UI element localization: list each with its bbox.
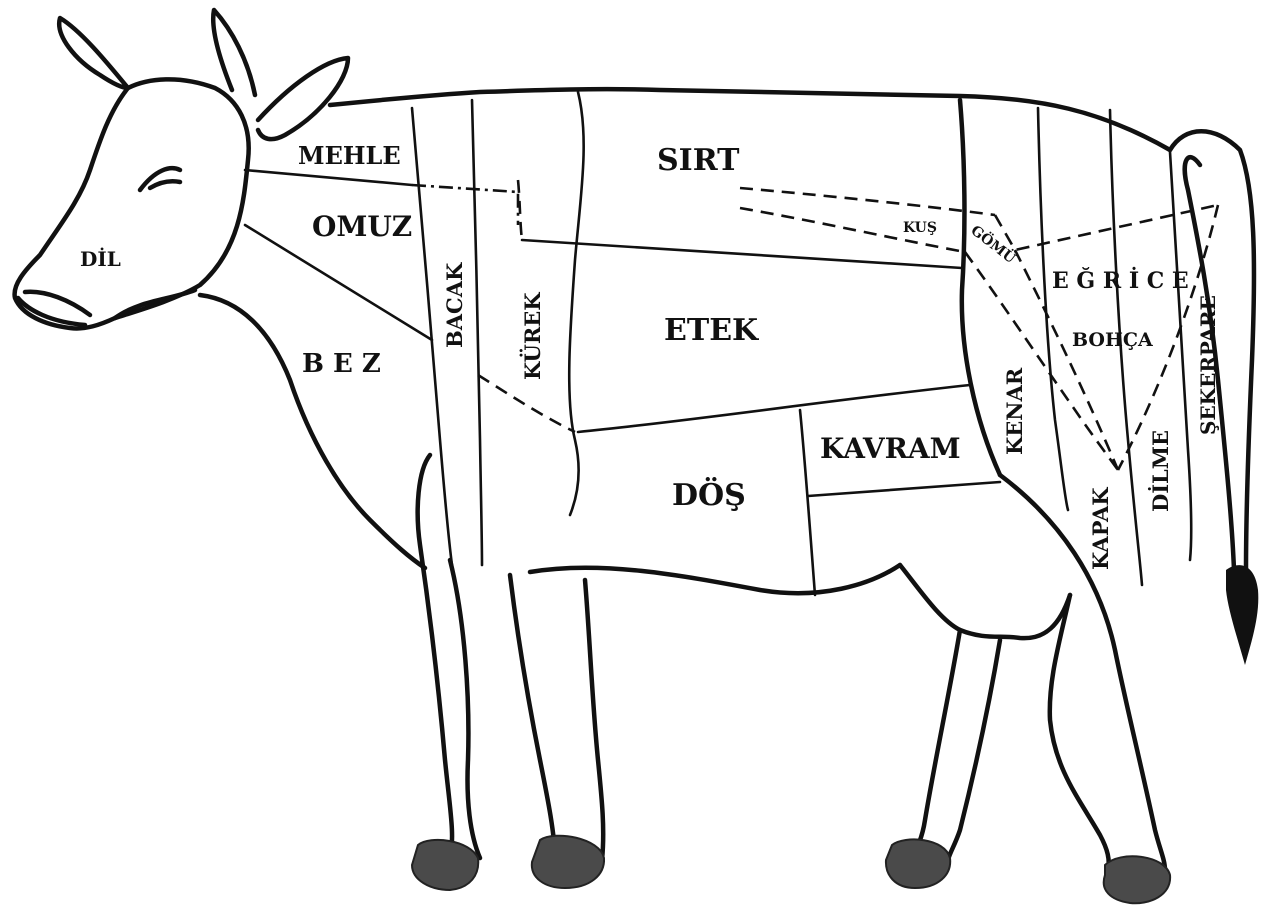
label-etek: ETEK — [664, 313, 759, 348]
cut-kenar-kapak — [1038, 108, 1068, 510]
label-bohca: BOHÇA — [1072, 329, 1153, 351]
label-sekerpare: ŞEKERPARE — [1196, 295, 1220, 435]
label-kus: KUŞ — [903, 220, 937, 236]
cow-outline — [15, 10, 1259, 903]
label-kavram: KAVRAM — [820, 432, 961, 465]
hoof-front-left — [412, 840, 478, 890]
cut-mehle-omuz — [245, 170, 412, 185]
back-line — [330, 89, 1170, 150]
left-ear — [59, 18, 128, 88]
cut-kavram-bottom — [808, 482, 1000, 496]
cut-egrice-top — [995, 205, 1218, 250]
front-left-leg — [418, 455, 480, 858]
label-bez: B E Z — [302, 349, 381, 379]
cut-dos-kavram — [800, 410, 815, 595]
cut-kurek-bottom — [478, 375, 575, 432]
chest-line — [200, 295, 425, 568]
cut-kus-top — [740, 188, 995, 215]
hind-right-leg — [1000, 475, 1165, 870]
hoof-hind-right — [1104, 856, 1170, 903]
hoof-hind-left — [886, 839, 950, 888]
label-mehle: MEHLE — [298, 141, 401, 170]
cut-sirt-etek — [522, 240, 962, 268]
head — [15, 79, 249, 328]
label-omuz: OMUZ — [312, 210, 412, 243]
label-kapak: KAPAK — [1088, 487, 1113, 570]
label-bacak: BACAK — [442, 262, 467, 348]
eye — [140, 168, 180, 190]
cut-kurek-sirt — [569, 92, 583, 515]
label-dos: DÖŞ — [672, 476, 746, 513]
label-dilme: DİLME — [1148, 430, 1173, 512]
front-right-leg — [510, 575, 603, 860]
cut-etek-dos — [578, 385, 970, 432]
label-egrice: E Ğ R İ C E — [1052, 266, 1189, 294]
right-ear — [213, 10, 255, 95]
udder — [900, 565, 1070, 638]
cut-kurek-top — [518, 180, 522, 240]
label-kenar: KENAR — [1002, 367, 1027, 455]
right-ear-flap — [258, 58, 348, 139]
rump-line — [960, 100, 1000, 475]
label-dil: DİL — [80, 247, 121, 271]
cut-bacak-right — [472, 100, 482, 565]
muzzle — [18, 292, 90, 325]
tail-tuft — [1226, 565, 1258, 665]
hind-left-leg — [912, 630, 1000, 860]
label-sirt: SIRT — [657, 143, 740, 178]
hoof-front-right — [532, 836, 604, 888]
cut-mehle-kurek — [412, 185, 518, 225]
label-kurek: KÜREK — [520, 292, 545, 380]
